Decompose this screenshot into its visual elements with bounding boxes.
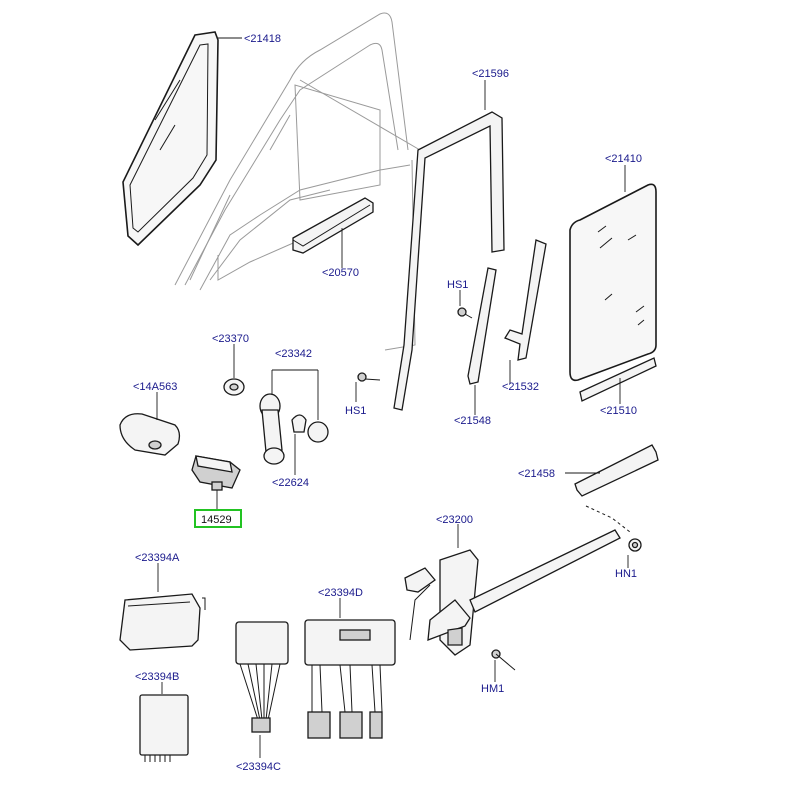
label-21596[interactable]: <21596 — [472, 68, 509, 80]
label-14529[interactable]: 14529 — [201, 514, 232, 526]
part-21548-rear-channel[interactable] — [467, 267, 497, 385]
part-hs1-screw-lower[interactable] — [357, 372, 381, 382]
part-23394C-wiring-harness[interactable] — [235, 621, 289, 733]
label-14A563[interactable]: <14A563 — [133, 381, 177, 393]
label-21548[interactable]: <21548 — [454, 415, 491, 427]
label-23394C[interactable]: <23394C — [236, 761, 281, 773]
label-hs1-upper[interactable]: HS1 — [447, 279, 468, 291]
part-21458-lift-rail[interactable] — [574, 444, 659, 497]
part-23394D-wiring-harness[interactable] — [304, 619, 396, 739]
door-body-outline — [174, 12, 421, 351]
label-23394D[interactable]: <23394D — [318, 587, 363, 599]
label-21510[interactable]: <21510 — [600, 405, 637, 417]
part-21510-glass-strip[interactable] — [579, 357, 657, 402]
selected-part-highlight — [194, 509, 242, 528]
part-hm1-bolt[interactable] — [491, 649, 516, 671]
label-23342[interactable]: <23342 — [275, 348, 312, 360]
part-23394A-control-module[interactable] — [119, 593, 206, 651]
label-hm1[interactable]: HM1 — [481, 683, 504, 695]
label-21410[interactable]: <21410 — [605, 153, 642, 165]
label-hs1-lower[interactable]: HS1 — [345, 405, 366, 417]
part-20570-belt-moulding[interactable] — [292, 197, 374, 254]
part-hs1-screw-upper[interactable] — [457, 307, 473, 319]
part-14A563-switch-cover[interactable] — [119, 413, 181, 456]
label-23394B[interactable]: <23394B — [135, 671, 179, 683]
part-hn1-nut[interactable] — [628, 538, 642, 552]
part-23342-window-handle[interactable] — [259, 393, 329, 465]
part-23200-window-regulator[interactable] — [404, 529, 621, 656]
part-21596-glass-run-channel[interactable] — [393, 111, 505, 411]
label-23394A[interactable]: <23394A — [135, 552, 180, 564]
label-23200[interactable]: <23200 — [436, 514, 473, 526]
part-22624-clip[interactable] — [291, 414, 307, 433]
label-21532[interactable]: <21532 — [502, 381, 539, 393]
part-23394B-control-module[interactable] — [139, 694, 189, 762]
part-21418-quarter-window[interactable] — [122, 31, 219, 247]
part-23370-escutcheon[interactable] — [223, 378, 245, 396]
label-20570[interactable]: <20570 — [322, 267, 359, 279]
label-hn1[interactable]: HN1 — [615, 568, 637, 580]
label-22624[interactable]: <22624 — [272, 477, 309, 489]
label-21418[interactable]: <21418 — [244, 33, 281, 45]
part-14529-window-switch[interactable] — [191, 455, 241, 491]
part-21410-door-glass[interactable] — [569, 183, 657, 382]
part-21532-front-channel[interactable] — [504, 239, 547, 361]
label-21458[interactable]: <21458 — [518, 468, 555, 480]
label-23370[interactable]: <23370 — [212, 333, 249, 345]
